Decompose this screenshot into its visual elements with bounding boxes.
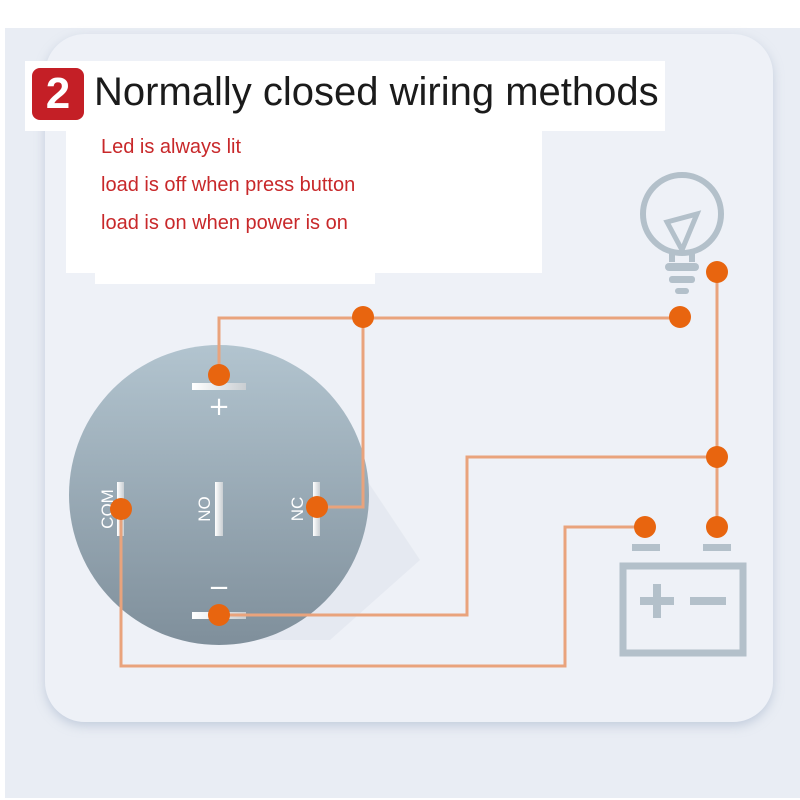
wire-plus-to-bulb xyxy=(217,316,680,375)
step-badge: 2 xyxy=(32,68,84,120)
note-power: load is on when power is on xyxy=(101,212,348,234)
notes-box xyxy=(66,131,542,273)
minus-label: − xyxy=(208,573,230,603)
wire-minus xyxy=(219,455,717,617)
plus-label: + xyxy=(208,392,230,422)
plus-terminal xyxy=(192,383,246,390)
nc-label: NC xyxy=(288,497,307,522)
wire-com xyxy=(119,509,645,668)
no-label: NO xyxy=(195,496,214,522)
com-label: COM xyxy=(98,489,117,529)
page-title: Normally closed wiring methods xyxy=(94,70,659,114)
no-terminal xyxy=(215,482,223,536)
title-box xyxy=(25,61,665,131)
battery-icon xyxy=(619,544,747,657)
bulb-base-icon xyxy=(665,263,699,294)
wire-nc xyxy=(317,318,365,509)
note-led: Led is always lit xyxy=(101,136,242,158)
wires xyxy=(119,272,719,668)
light-bulb-icon xyxy=(640,172,724,262)
note-press: load is off when press button xyxy=(101,174,356,196)
connection-dots xyxy=(110,261,728,626)
notes-box-tail xyxy=(95,270,375,284)
